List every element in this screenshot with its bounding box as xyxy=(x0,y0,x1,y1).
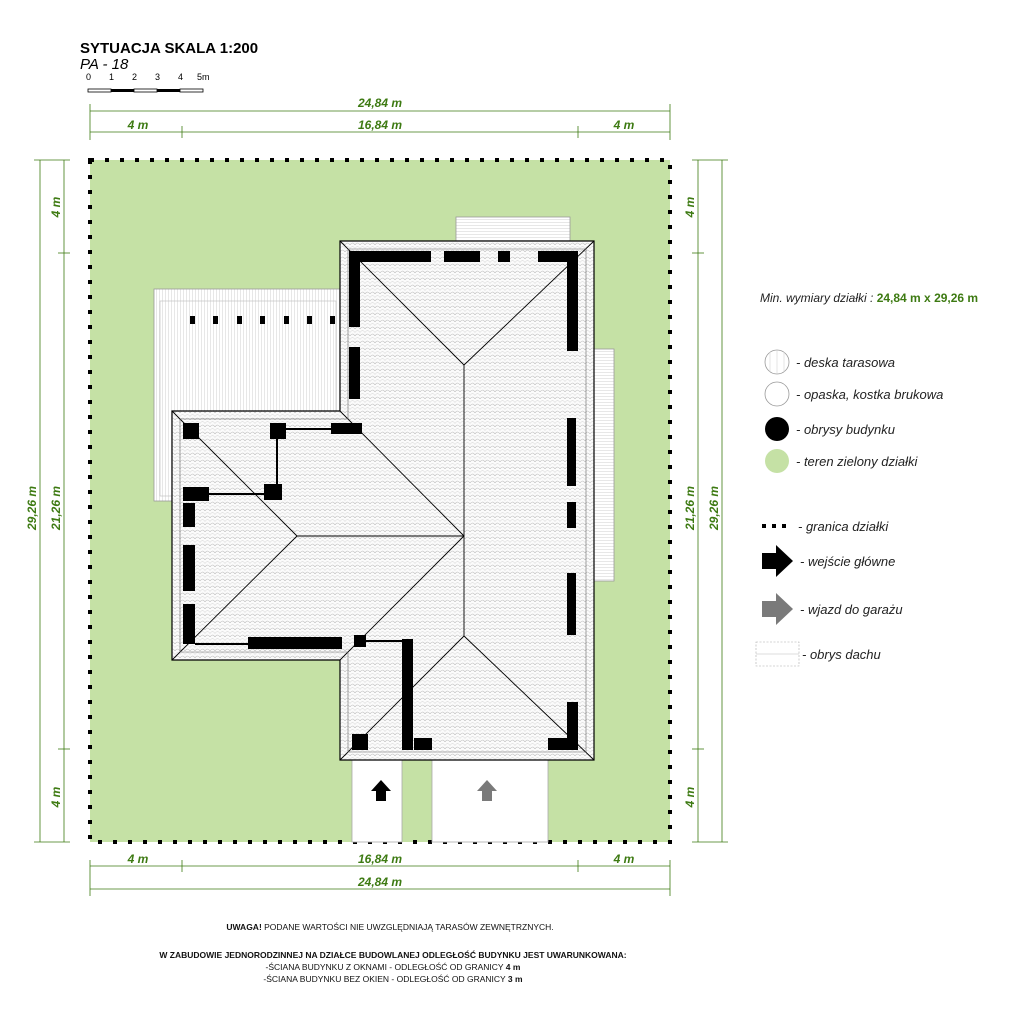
dimension-right xyxy=(692,159,728,843)
main-entrance-arrow-icon xyxy=(762,545,793,577)
building-swatch-icon xyxy=(765,417,789,441)
legend-label: - teren zielony działki xyxy=(796,454,918,469)
warning-text: PODANE WARTOŚCI NIE UWZGLĘDNIAJĄ TARASÓW… xyxy=(262,921,554,932)
min-plot-label: Min. wymiary działki : xyxy=(760,291,877,305)
dim-total-width-bottom: 24,84 m xyxy=(357,875,402,889)
garage-entrance-arrow-icon xyxy=(762,593,793,625)
dim-total-depth-left: 29,26 m xyxy=(25,486,39,531)
dimension-top xyxy=(89,104,671,140)
green-swatch-icon xyxy=(765,449,789,473)
scale-tick-label: 5m xyxy=(197,72,210,82)
scale-tick-label: 3 xyxy=(155,72,160,82)
rule-1-text: -ŚCIANA BUDYNKU Z OKNAMI - ODLEGŁOŚĆ OD … xyxy=(266,961,506,972)
dim-building-width-bottom: 16,84 m xyxy=(358,852,402,866)
dim-building-depth-right: 21,26 m xyxy=(683,486,697,531)
dim-setback-left-bottom: 4 m xyxy=(127,852,149,866)
warning-note: UWAGA! PODANE WARTOŚCI NIE UWZGLĘDNIAJĄ … xyxy=(226,921,553,932)
legend-label: - opaska, kostka brukowa xyxy=(796,387,943,402)
dim-setback-left: 4 m xyxy=(127,118,149,132)
legend-label: - obrysy budynku xyxy=(796,422,895,437)
rule-2: -ŚCIANA BUDYNKU BEZ OKIEN - ODLEGŁOŚĆ OD… xyxy=(263,973,523,984)
dim-building-depth-left: 21,26 m xyxy=(49,486,63,531)
plot-boundary-icon xyxy=(762,524,786,528)
min-plot-value: 24,84 m x 29,26 m xyxy=(877,291,978,305)
scale-tick-label: 1 xyxy=(109,72,114,82)
rule-2-text: -ŚCIANA BUDYNKU BEZ OKIEN - ODLEGŁOŚĆ OD… xyxy=(263,973,508,984)
rule-2-value: 3 m xyxy=(508,974,523,984)
dim-setback-bottom-left: 4 m xyxy=(49,786,63,808)
warning-bold: UWAGA! xyxy=(226,922,262,932)
dim-setback-top-right: 4 m xyxy=(683,196,697,218)
page-title: SYTUACJA SKALA 1:200 xyxy=(80,40,258,57)
dim-setback-bottom-right: 4 m xyxy=(683,786,697,808)
building-walls xyxy=(183,251,578,750)
dim-setback-top-left: 4 m xyxy=(49,196,63,218)
scale-tick-label: 2 xyxy=(132,72,137,82)
dimension-bottom xyxy=(89,860,671,896)
legend-label: - granica działki xyxy=(798,519,889,534)
main-entrance-arrow-plan xyxy=(371,780,391,801)
roof xyxy=(171,240,595,761)
scale-tick-label: 4 xyxy=(178,72,183,82)
rule-title: W ZABUDOWIE JEDNORODZINNEJ NA DZIAŁCE BU… xyxy=(159,949,626,960)
legend-label: - wejście główne xyxy=(800,554,895,569)
dim-total-depth-right: 29,26 m xyxy=(707,486,721,531)
rule-1-value: 4 m xyxy=(506,962,521,972)
paving-swatch-icon xyxy=(764,381,790,407)
garage-entrance-arrow-plan xyxy=(477,780,497,801)
dimension-left xyxy=(34,159,70,843)
rule-1: -ŚCIANA BUDYNKU Z OKNAMI - ODLEGŁOŚĆ OD … xyxy=(266,961,521,972)
roof-outline-icon xyxy=(755,641,800,667)
legend-label: - wjazd do garażu xyxy=(800,602,903,617)
legend: - deska tarasowa - opaska, kostka brukow… xyxy=(755,349,943,667)
dim-setback-right-bottom: 4 m xyxy=(613,852,635,866)
scale-bar: 0 1 2 3 4 5m xyxy=(86,72,210,93)
min-plot-size: Min. wymiary działki : 24,84 m x 29,26 m xyxy=(760,291,978,305)
legend-label: - deska tarasowa xyxy=(796,355,895,370)
dim-setback-right: 4 m xyxy=(613,118,635,132)
dim-total-width: 24,84 m xyxy=(357,96,402,110)
project-code: PA - 18 xyxy=(80,56,129,73)
dim-building-width: 16,84 m xyxy=(358,118,402,132)
scale-tick-label: 0 xyxy=(86,72,91,82)
legend-label: - obrys dachu xyxy=(802,647,881,662)
